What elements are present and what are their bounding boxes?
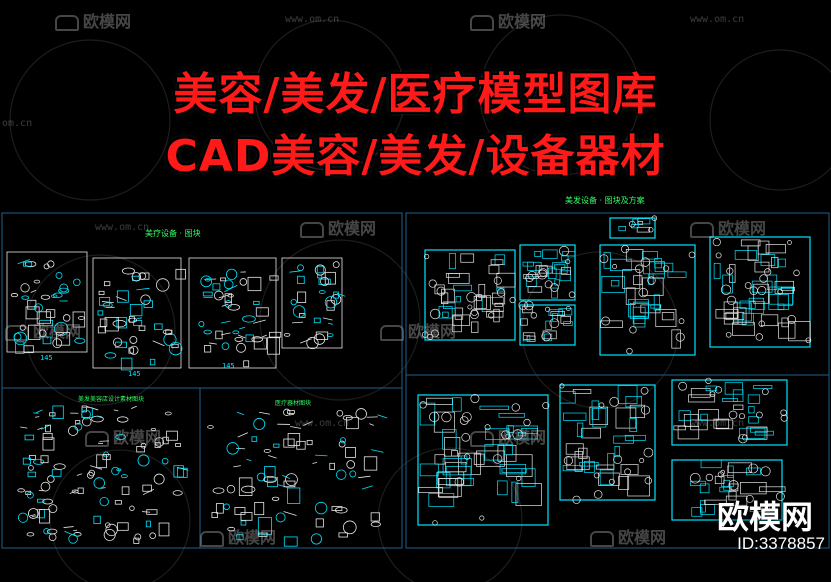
headline-line-1: 美容/美发/医疗模型图库 — [173, 69, 658, 120]
watermark-logo: 欧模网 — [300, 215, 376, 239]
watermark-logo: 欧模网 — [590, 524, 666, 548]
bottom-left-blocks — [17, 405, 189, 544]
watermark-logo: 欧模网 — [85, 424, 161, 448]
watermark-logo: 欧模网 — [470, 8, 546, 32]
dimension-label: 145 — [222, 362, 235, 370]
watermark-url: www.om.cn — [285, 14, 340, 25]
watermark-url: om.cn — [2, 118, 33, 129]
watermark-url: www.om.cn — [690, 14, 745, 25]
dimension-label: 145 — [40, 354, 53, 362]
watermark-logo: 欧模网 — [380, 318, 456, 342]
watermark-logo: 欧模网 — [55, 8, 131, 32]
panel-title-salon-plans: 美发设备 · 图块及方案 — [565, 196, 645, 205]
watermark-logo: 欧模网 — [5, 318, 81, 342]
brand-logo-text: 欧模网 — [716, 498, 813, 536]
sheet-bottom-right — [405, 374, 830, 549]
watermark-url: www.om.cn — [690, 418, 745, 429]
headline-line-2: CAD美容/美发/设备器材 — [165, 131, 666, 182]
watermark-logo: 欧模网 — [470, 424, 546, 448]
sheet-bottom-left — [1, 387, 403, 549]
watermark-url: www.om.cn — [95, 222, 150, 233]
panel-title-salon-material: 美发美容店设计素材图块 — [78, 396, 145, 403]
panel-title-medical-blocks: 医疗器材图块 — [275, 400, 312, 407]
watermark-logo: 欧模网 — [200, 524, 276, 548]
watermark-url: www.om.cn — [295, 418, 350, 429]
bottom-mid-blocks — [207, 408, 388, 547]
watermark-logo: 欧模网 — [690, 215, 766, 239]
top-left-blocks — [10, 259, 346, 371]
top-right-plans — [422, 215, 812, 356]
panel-title-beauty-blocks: 美疗设备 · 图块 — [145, 229, 201, 238]
dimension-label: 145 — [128, 370, 141, 378]
bottom-right-plans — [417, 377, 788, 526]
brand-id: ID:3378857 — [737, 534, 825, 553]
